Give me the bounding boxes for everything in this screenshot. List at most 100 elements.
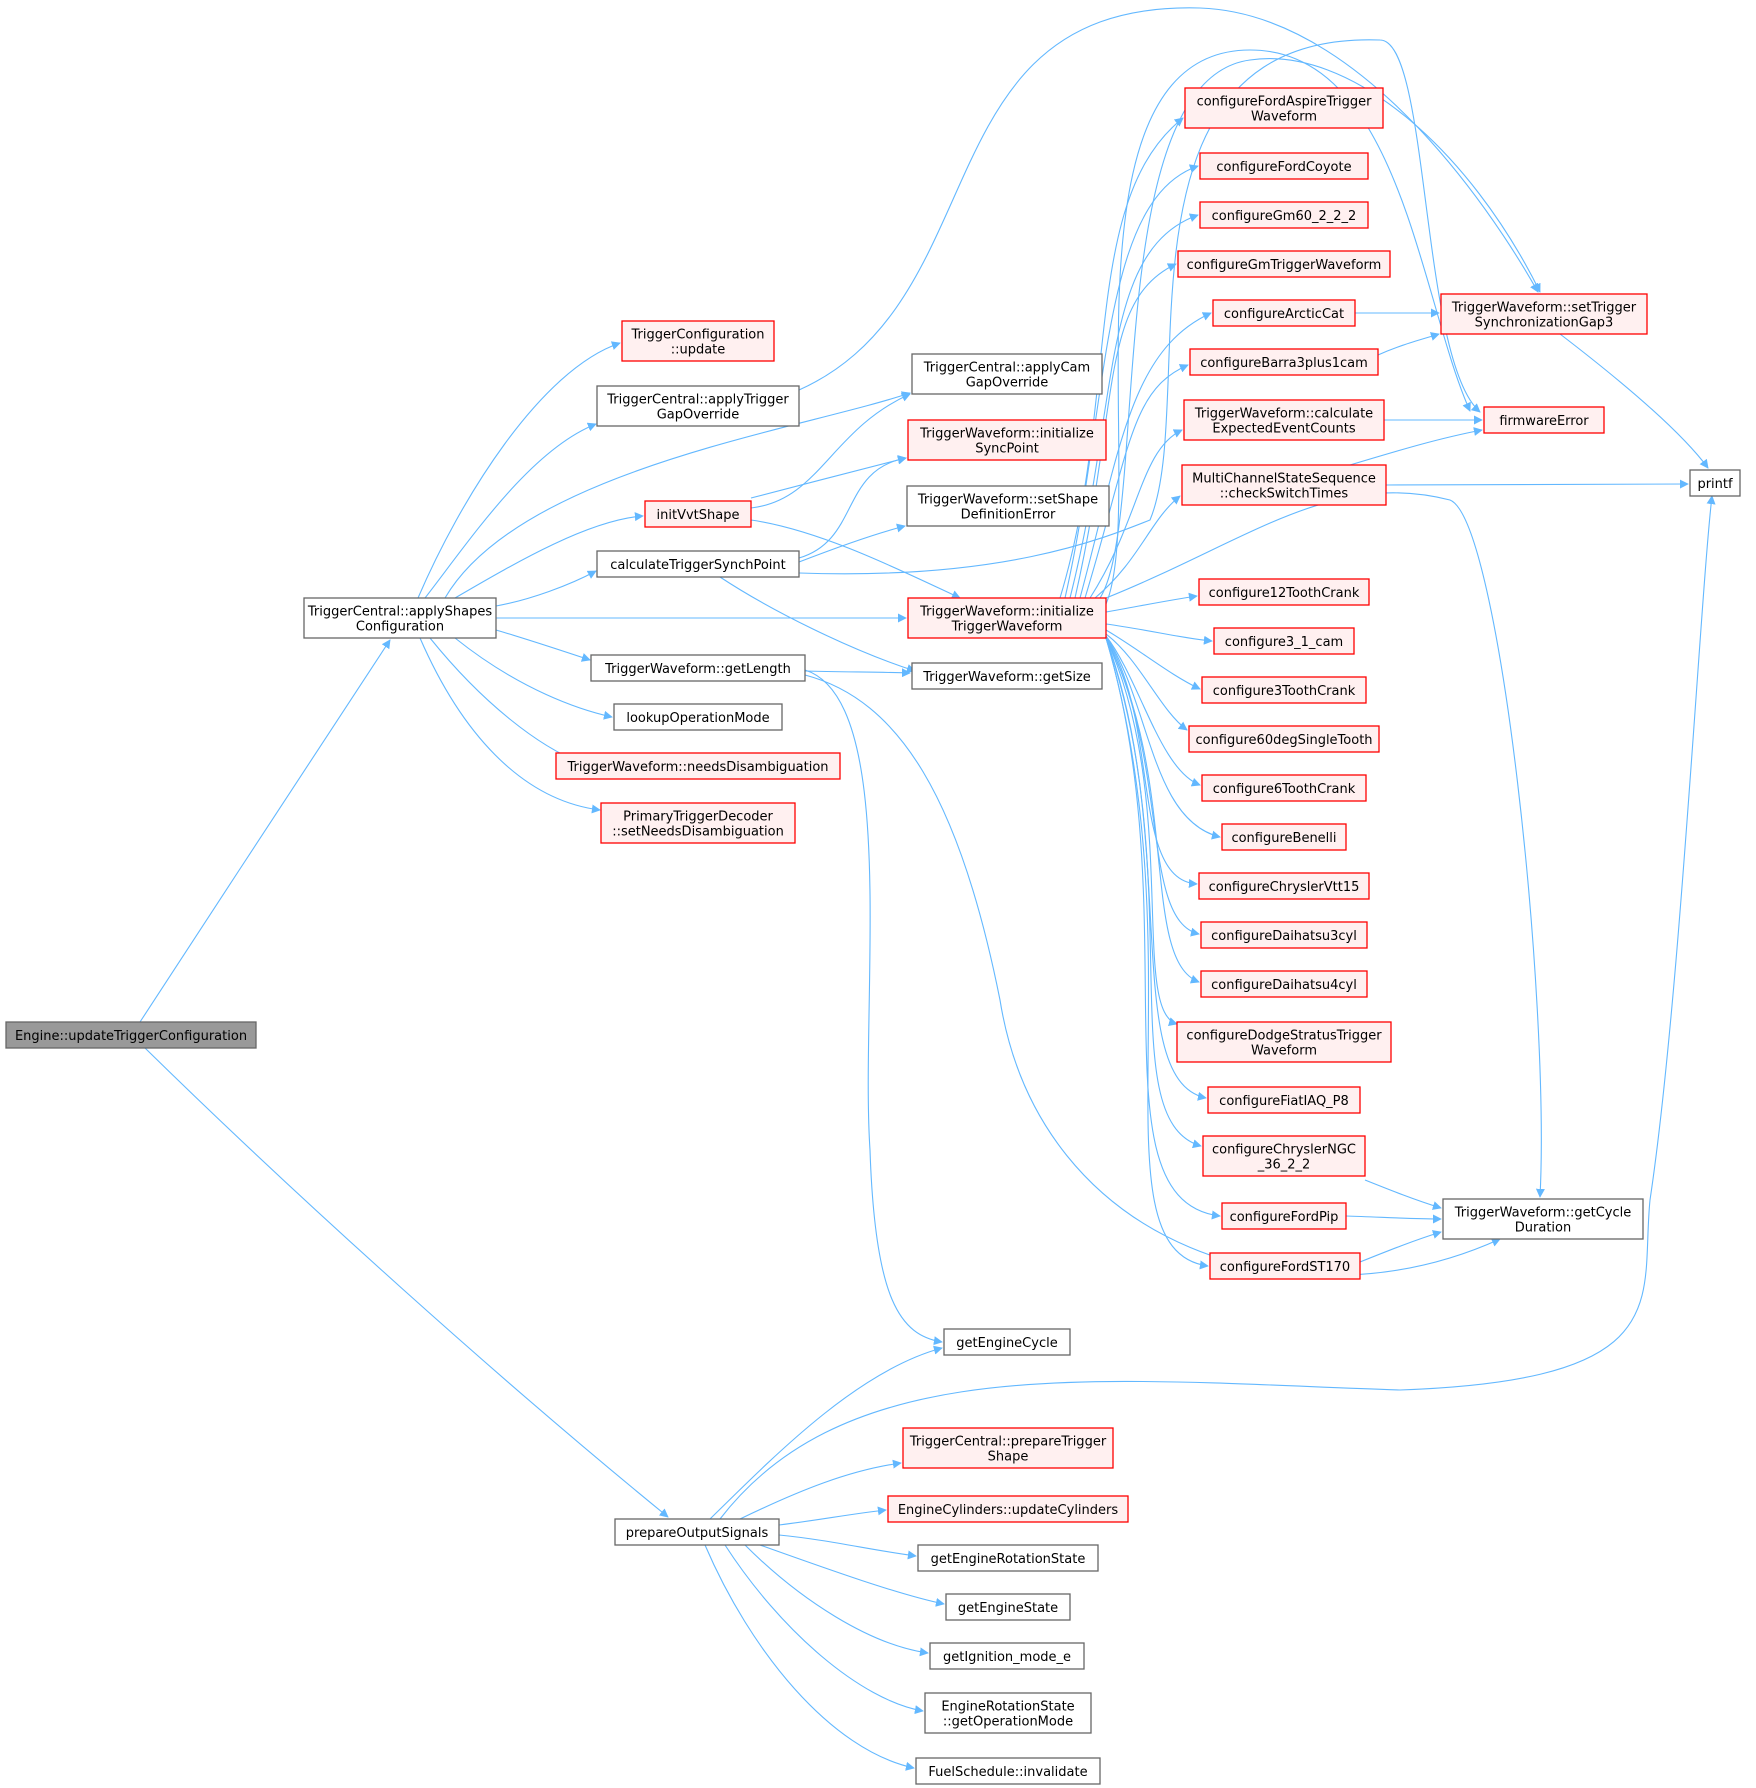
node-c31[interactable]: configure3_1_cam (1213, 627, 1355, 655)
node-label: DefinitionError (961, 508, 1056, 523)
node-multiCh[interactable]: MultiChannelStateSequence::checkSwitchTi… (1181, 464, 1387, 506)
node-setGap3[interactable]: TriggerWaveform::setTriggerSynchronizati… (1440, 293, 1648, 335)
node-label: TriggerCentral::applyTrigger (606, 393, 789, 408)
edge-initTW-to-chrNgc (1105, 637, 1202, 1149)
node-label: configureFordCoyote (1216, 160, 1351, 175)
node-gmTrig[interactable]: configureGmTriggerWaveform (1177, 250, 1391, 278)
edge-initTW-to-arctic (1079, 312, 1212, 599)
edge-applyShapes-to-applyCam (444, 391, 911, 599)
node-gm60[interactable]: configureGm60_2_2_2 (1199, 201, 1369, 229)
node-dai4[interactable]: configureDaihatsu4cyl (1200, 970, 1368, 998)
node-dai3[interactable]: configureDaihatsu3cyl (1200, 921, 1368, 949)
node-box (1207, 1086, 1361, 1114)
node-printf[interactable]: printf (1689, 469, 1741, 497)
node-c12[interactable]: configure12ToothCrank (1198, 578, 1370, 606)
node-label: _36_2_2 (1257, 1158, 1311, 1173)
node-label: configureFordAspireTrigger (1197, 95, 1372, 110)
node-box (1198, 872, 1370, 900)
node-label: getEngineState (958, 1601, 1058, 1616)
node-getState[interactable]: getEngineState (945, 1593, 1071, 1621)
node-label: configureBarra3plus1cam (1200, 356, 1368, 371)
edge-calcSynch-to-initSync (798, 455, 907, 559)
edge-getLength-to-getCycle (804, 674, 1501, 1276)
edge-initTW-to-benelli (1105, 636, 1221, 840)
node-label: EngineCylinders::updateCylinders (898, 1503, 1119, 1518)
node-initTW[interactable]: TriggerWaveform::initializeTriggerWavefo… (907, 597, 1107, 639)
node-label: Waveform (1251, 1044, 1317, 1059)
node-box (887, 1495, 1129, 1523)
node-fordCoyote[interactable]: configureFordCoyote (1199, 152, 1369, 180)
node-box (929, 1642, 1085, 1670)
node-label: GapOverride (966, 376, 1049, 391)
node-getEngCycle[interactable]: getEngineCycle (943, 1328, 1071, 1356)
node-fordPip[interactable]: configureFordPip (1221, 1202, 1347, 1230)
node-fwErr[interactable]: firmwareError (1483, 406, 1605, 434)
node-initVvt[interactable]: initVvtShape (644, 500, 752, 528)
node-label: ::setNeedsDisambiguation (612, 825, 784, 840)
edge-barra-to-setGap3 (1377, 332, 1440, 356)
node-box (1442, 1198, 1644, 1240)
node-getIgn[interactable]: getIgnition_mode_e (929, 1642, 1085, 1670)
node-c3t[interactable]: configure3ToothCrank (1201, 676, 1367, 704)
node-label: GapOverride (657, 408, 740, 423)
edge-applyShapes-to-setNeedsDis (419, 637, 601, 814)
node-fordST[interactable]: configureFordST170 (1209, 1252, 1361, 1280)
node-arctic[interactable]: configureArcticCat (1212, 299, 1356, 327)
node-getOpMode[interactable]: EngineRotationState::getOperationMode (924, 1692, 1092, 1734)
node-getLength[interactable]: TriggerWaveform::getLength (590, 654, 806, 682)
edge-chrNgc-to-getCycle (1364, 1179, 1442, 1210)
node-chrVtt[interactable]: configureChryslerVtt15 (1198, 872, 1370, 900)
node-label: Engine::updateTriggerConfiguration (15, 1029, 247, 1044)
node-updCyl[interactable]: EngineCylinders::updateCylinders (887, 1495, 1129, 1523)
node-box (1177, 250, 1391, 278)
node-prepOut[interactable]: prepareOutputSignals (614, 1518, 780, 1546)
node-label: TriggerWaveform::setShape (917, 493, 1098, 508)
node-label: configureGmTriggerWaveform (1187, 258, 1382, 273)
edge-initTW-to-getCycle (1105, 492, 1545, 1198)
node-label: calculateTriggerSynchPoint (610, 558, 785, 573)
node-calcExp[interactable]: TriggerWaveform::calculateExpectedEventC… (1183, 399, 1385, 441)
node-tcUpdate[interactable]: TriggerConfiguration::update (621, 320, 775, 362)
node-label: TriggerWaveform::getLength (604, 662, 791, 677)
node-box (1184, 87, 1384, 129)
node-box (1202, 1135, 1366, 1177)
node-box (911, 353, 1103, 395)
node-label: configureDaihatsu4cyl (1211, 978, 1357, 993)
node-benelli[interactable]: configureBenelli (1221, 823, 1347, 851)
node-label: configure3_1_cam (1225, 635, 1343, 650)
node-box (1213, 627, 1355, 655)
node-invalidate[interactable]: FuelSchedule::invalidate (915, 1757, 1101, 1785)
node-getRot[interactable]: getEngineRotationState (917, 1544, 1099, 1572)
node-label: ::update (671, 343, 726, 358)
edge-initTW-to-chrVtt (1105, 637, 1198, 888)
node-barra[interactable]: configureBarra3plus1cam (1189, 348, 1379, 376)
node-chrNgc[interactable]: configureChryslerNGC_36_2_2 (1202, 1135, 1366, 1177)
node-needsDis[interactable]: TriggerWaveform::needsDisambiguation (555, 752, 841, 780)
node-setNeedsDis[interactable]: PrimaryTriggerDecoder::setNeedsDisambigu… (600, 802, 796, 844)
node-fiat[interactable]: configureFiatIAQ_P8 (1207, 1086, 1361, 1114)
node-box (1199, 201, 1369, 229)
node-box (614, 1518, 780, 1546)
node-lookupOp[interactable]: lookupOperationMode (613, 703, 783, 731)
node-label: ExpectedEventCounts (1212, 422, 1356, 437)
node-box (907, 419, 1107, 461)
node-c6t[interactable]: configure6ToothCrank (1201, 774, 1367, 802)
edge-initTW-to-c3t (1105, 629, 1201, 690)
edge-root-to-applyShapes (139, 639, 391, 1023)
node-root[interactable]: Engine::updateTriggerConfiguration (5, 1021, 257, 1049)
node-label: configureFiatIAQ_P8 (1219, 1094, 1349, 1109)
edge-initTW-to-setGap3 (1099, 58, 1541, 599)
node-label: MultiChannelStateSequence (1192, 472, 1376, 487)
node-getSize[interactable]: TriggerWaveform::getSize (911, 662, 1103, 690)
node-c60[interactable]: configure60degSingleTooth (1188, 725, 1380, 753)
node-calcSynch[interactable]: calculateTriggerSynchPoint (596, 550, 800, 578)
